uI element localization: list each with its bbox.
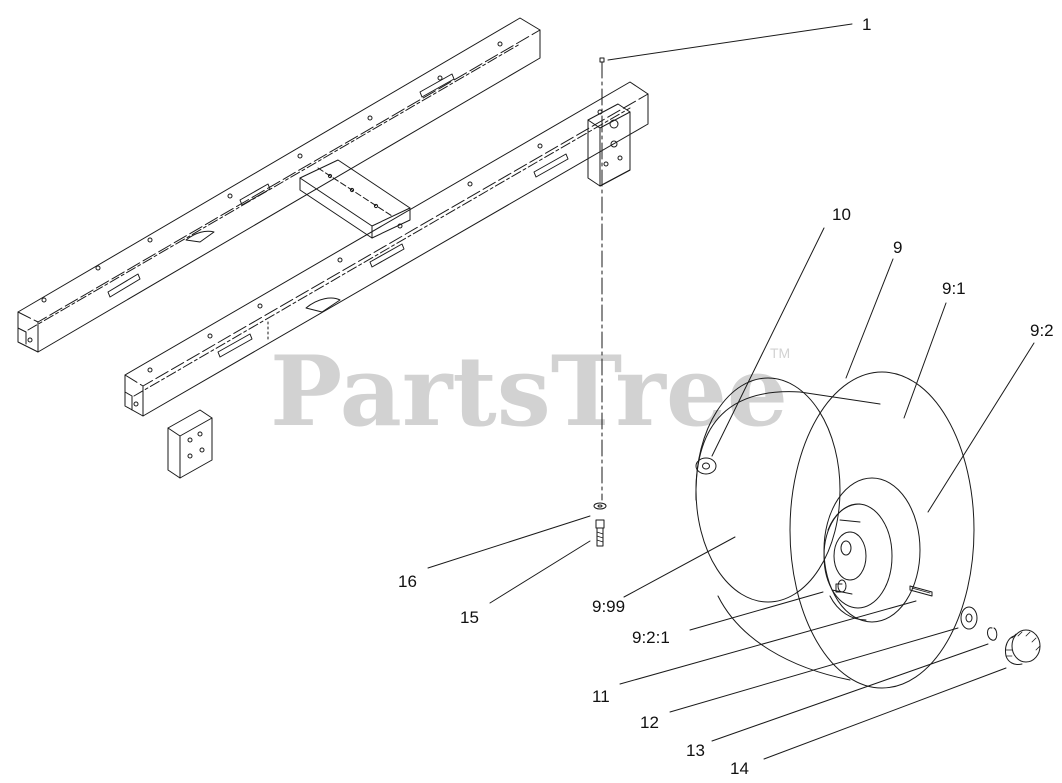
watermark-trademark: TM (770, 345, 790, 361)
callout-10: 10 (832, 205, 851, 224)
leader-lines (427, 23, 1035, 760)
key-pin (909, 585, 933, 597)
wheel-assembly (695, 371, 975, 689)
callout-13: 13 (686, 741, 705, 760)
fastener-assembly (593, 57, 607, 547)
callout-15: 15 (460, 608, 479, 627)
callout-labels: 1 10 9 9:1 9:2 16 15 9:99 9:2:1 11 12 13… (398, 15, 1054, 778)
callout-9: 9 (893, 238, 902, 257)
callout-9-2-1: 9:2:1 (632, 628, 670, 647)
callout-9-99: 9:99 (592, 597, 625, 616)
frame-rail-lower (124, 81, 649, 417)
callout-9-1: 9:1 (942, 279, 966, 298)
callout-16: 16 (398, 572, 417, 591)
axle-bracket-lower (167, 409, 213, 479)
retaining-ring (987, 627, 998, 641)
watermark-text: PartsTree (270, 335, 788, 448)
cross-member (299, 159, 411, 239)
washer (695, 457, 717, 475)
callout-9-2: 9:2 (1030, 321, 1054, 340)
axle-washer (960, 606, 978, 630)
watermark: PartsTree TM (270, 335, 790, 448)
callout-1: 1 (862, 15, 871, 34)
callout-14: 14 (730, 759, 749, 778)
axle-bracket-upper (587, 103, 631, 187)
frame-rail-upper (17, 17, 541, 353)
callout-12: 12 (640, 713, 659, 732)
hub-cap (1005, 629, 1041, 665)
callout-11: 11 (592, 687, 610, 706)
